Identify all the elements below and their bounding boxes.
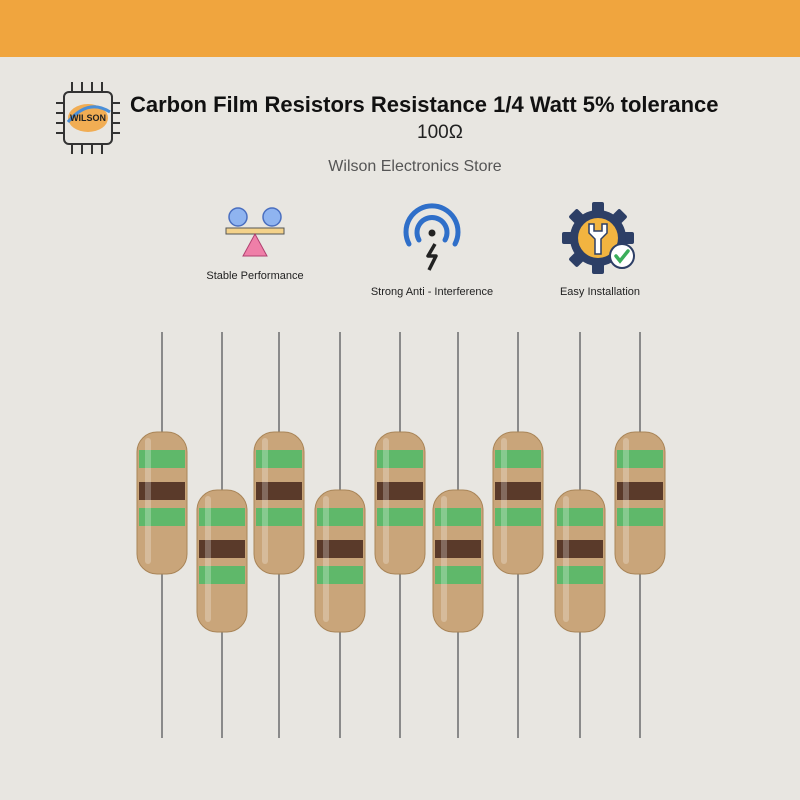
color-band <box>557 508 603 526</box>
resistor <box>432 332 484 738</box>
wilson-logo-icon: WILSON <box>56 82 120 154</box>
page-title: Carbon Film Resistors Resistance 1/4 Wat… <box>130 92 719 117</box>
resistor <box>554 332 606 738</box>
feature-easy-installation: Easy Installation <box>520 200 680 298</box>
color-band <box>256 508 302 526</box>
top-banner <box>0 0 800 57</box>
resistor <box>314 332 366 738</box>
color-band <box>495 450 541 468</box>
color-band <box>435 540 481 558</box>
store-name: Wilson Electronics Store <box>328 158 502 175</box>
balance-scale-icon <box>225 207 285 257</box>
color-band <box>199 508 245 526</box>
color-band <box>495 482 541 500</box>
feature-stable-performance: Stable Performance <box>175 200 335 282</box>
color-band <box>139 508 185 526</box>
logo-text: WILSON <box>70 113 106 123</box>
color-band <box>435 566 481 584</box>
color-band <box>617 508 663 526</box>
resistor <box>492 332 544 738</box>
gear-wrench-check-icon <box>562 202 635 274</box>
resistor <box>614 332 666 738</box>
color-band <box>199 566 245 584</box>
color-band <box>199 540 245 558</box>
resistor <box>136 332 188 738</box>
resistance-value: 100Ω <box>417 122 463 143</box>
color-band <box>139 450 185 468</box>
feature-label: Strong Anti - Interference <box>370 286 494 298</box>
color-band <box>256 482 302 500</box>
color-band <box>139 482 185 500</box>
feature-anti-interference: Strong Anti - Interference <box>352 200 512 298</box>
color-band <box>617 450 663 468</box>
color-band <box>317 508 363 526</box>
color-band <box>617 482 663 500</box>
color-band <box>557 566 603 584</box>
color-band <box>435 508 481 526</box>
color-band <box>256 450 302 468</box>
resistor-group-image <box>136 332 666 738</box>
color-band <box>377 450 423 468</box>
color-band <box>317 540 363 558</box>
signal-antenna-icon <box>403 203 461 271</box>
feature-label: Easy Installation <box>559 286 641 298</box>
color-band <box>317 566 363 584</box>
color-band <box>377 508 423 526</box>
feature-label: Stable Performance <box>206 270 304 282</box>
color-band <box>557 540 603 558</box>
resistor <box>196 332 248 738</box>
color-band <box>495 508 541 526</box>
color-band <box>377 482 423 500</box>
resistor <box>374 332 426 738</box>
resistor <box>253 332 305 738</box>
